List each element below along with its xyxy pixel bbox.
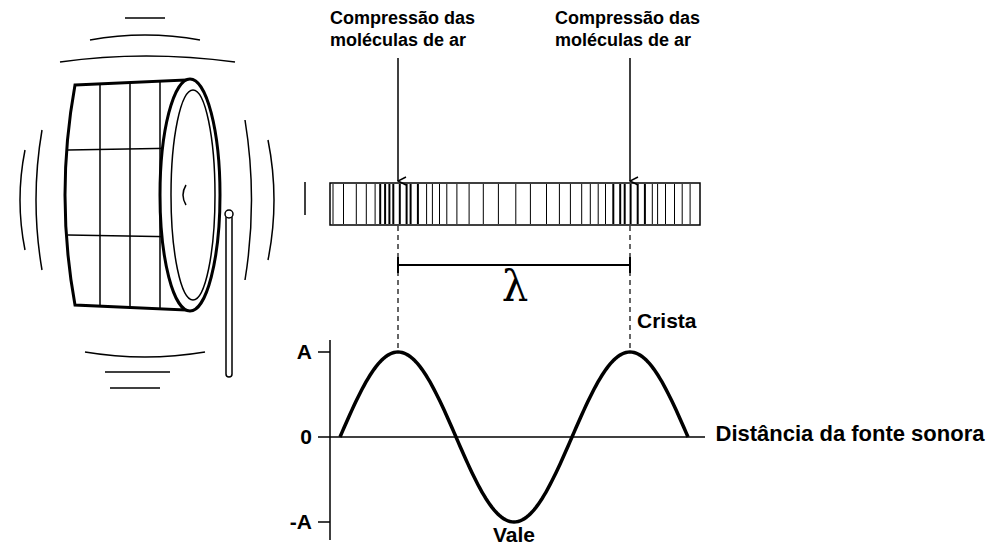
wavelength-symbol: λ	[470, 266, 560, 308]
guide-line	[629, 226, 630, 350]
sine-wave	[340, 352, 688, 522]
axis-value: 0	[270, 424, 312, 449]
drumstick	[225, 210, 233, 377]
guide-line	[397, 226, 398, 350]
vibration-arcs	[20, 18, 305, 388]
air-molecule-lines	[333, 184, 690, 224]
axes	[318, 340, 705, 540]
pointer-arrow	[629, 58, 631, 181]
crest-label: Crista	[637, 308, 727, 333]
air-strip	[330, 183, 700, 225]
pointer-arrow	[397, 58, 399, 181]
axis-title: Distância da fonte sonora	[708, 421, 992, 447]
annotation-label: Compressão das moléculas de ar	[330, 8, 500, 51]
axis-value: -A	[270, 509, 312, 534]
annotation-label: Compressão das moléculas de ar	[555, 8, 725, 51]
trough-label: Vale	[478, 522, 550, 547]
drum-illustration	[65, 79, 220, 311]
axis-value: A	[270, 339, 312, 364]
